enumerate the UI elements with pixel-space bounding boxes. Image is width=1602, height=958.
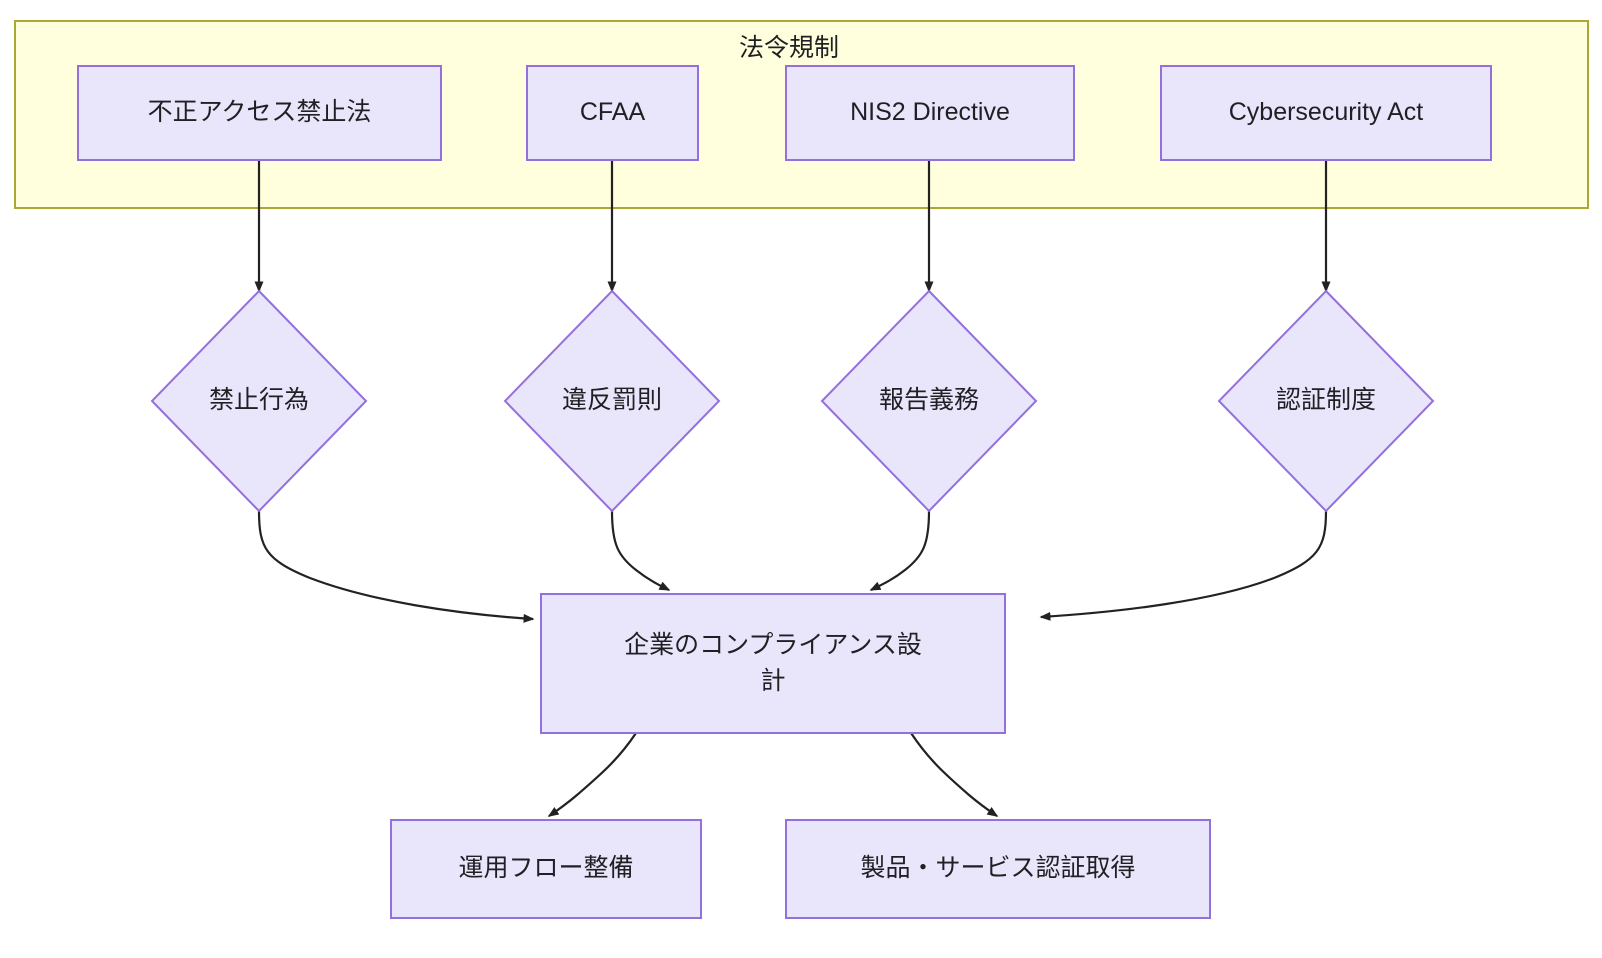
- node-cybersecurity-act[interactable]: [1160, 65, 1492, 161]
- node-unauthorized-access-law[interactable]: [77, 65, 442, 161]
- node-cfaa[interactable]: [526, 65, 699, 161]
- edge-penalty-to-compliance: [610, 510, 671, 591]
- edge-compliance-to-cert: [910, 732, 999, 817]
- node-corporate-compliance-design[interactable]: [540, 593, 1006, 734]
- edge-compliance-to-ops: [547, 732, 637, 817]
- node-nis2-directive[interactable]: [785, 65, 1075, 161]
- node-reporting-obligation[interactable]: [820, 289, 1038, 513]
- edge-cert-to-compliance: [1039, 510, 1328, 621]
- node-layer: [77, 65, 1492, 919]
- node-certification-system[interactable]: [1217, 289, 1435, 513]
- cluster-title: 法令規制: [738, 34, 839, 62]
- edge-layer: [254, 160, 1331, 817]
- node-product-service-certification[interactable]: [785, 819, 1211, 919]
- node-prohibited-acts[interactable]: [150, 289, 368, 513]
- node-violation-penalty[interactable]: [503, 289, 721, 513]
- edge-report-to-compliance: [869, 510, 931, 591]
- node-operational-flow-development[interactable]: [390, 819, 702, 919]
- edge-prohibited-to-compliance: [257, 510, 535, 623]
